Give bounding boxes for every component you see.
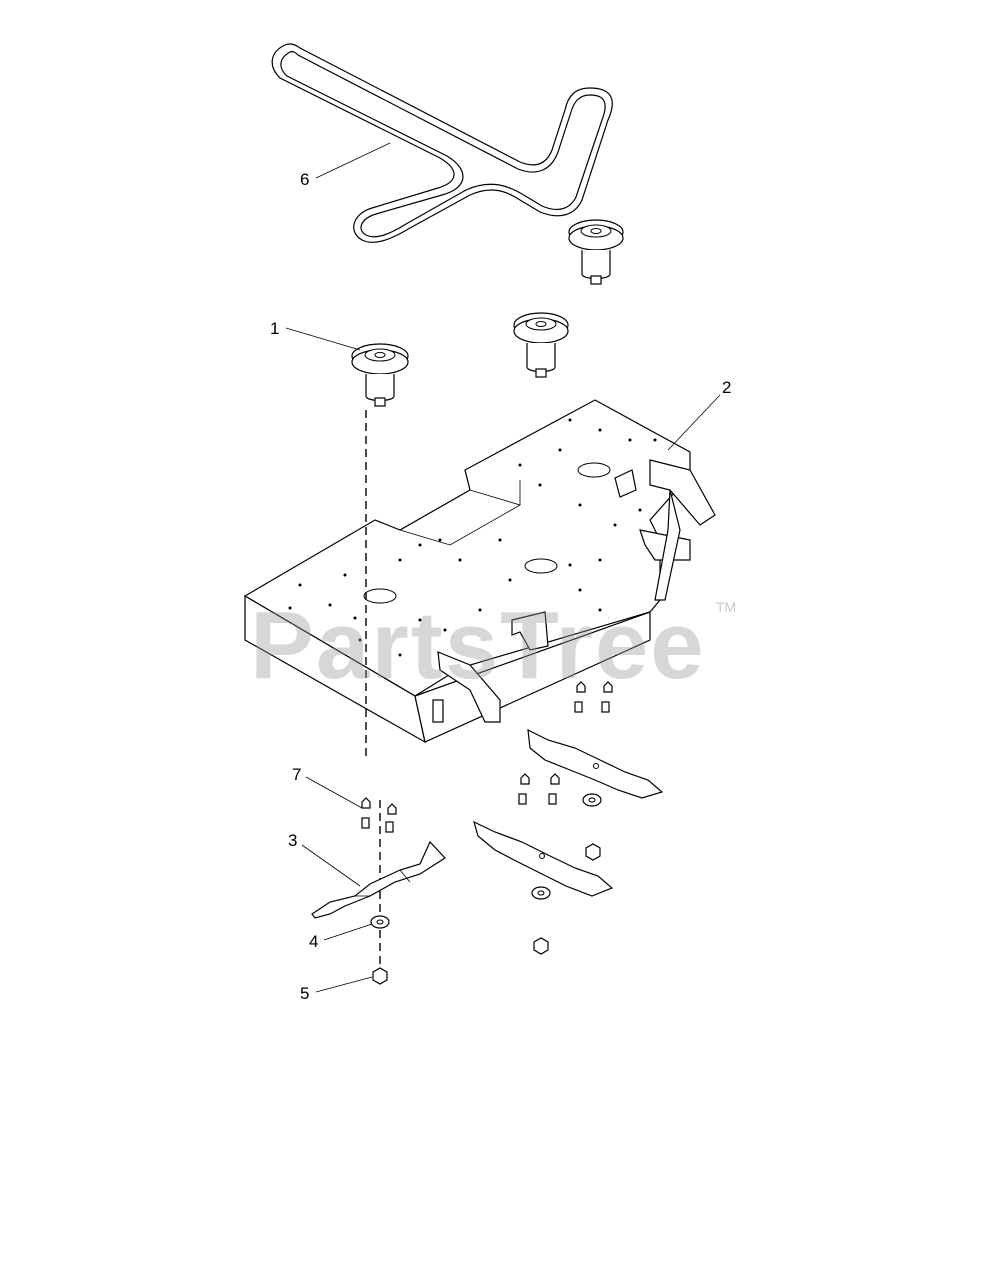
callout-2: 2 [722,378,731,397]
spindle-assembly-right-top [568,219,624,285]
blade-left [311,840,446,919]
spindle-assembly-center [513,312,569,378]
callout-6: 6 [300,170,309,189]
callout-7: 7 [292,765,301,784]
callout-1: 1 [270,319,279,338]
trademark-symbol: TM [716,599,736,615]
mower-deck [243,399,716,744]
spindle-assembly-left [351,343,409,407]
callout-5: 5 [300,984,309,1003]
deck-bolt-holes [288,418,657,657]
bolts-right-upper [574,681,613,713]
drive-belt [271,43,613,243]
blade-right-lower [473,820,614,897]
blade-right-upper [527,728,664,799]
callout-3: 3 [288,831,297,850]
bolts-right-lower [518,773,560,805]
nuts [372,843,601,985]
washers [370,793,602,929]
callout-4: 4 [309,932,318,951]
callout-leaders [285,142,721,993]
partstree-watermark: PartsTree [250,592,706,699]
bolts-left [361,797,397,833]
